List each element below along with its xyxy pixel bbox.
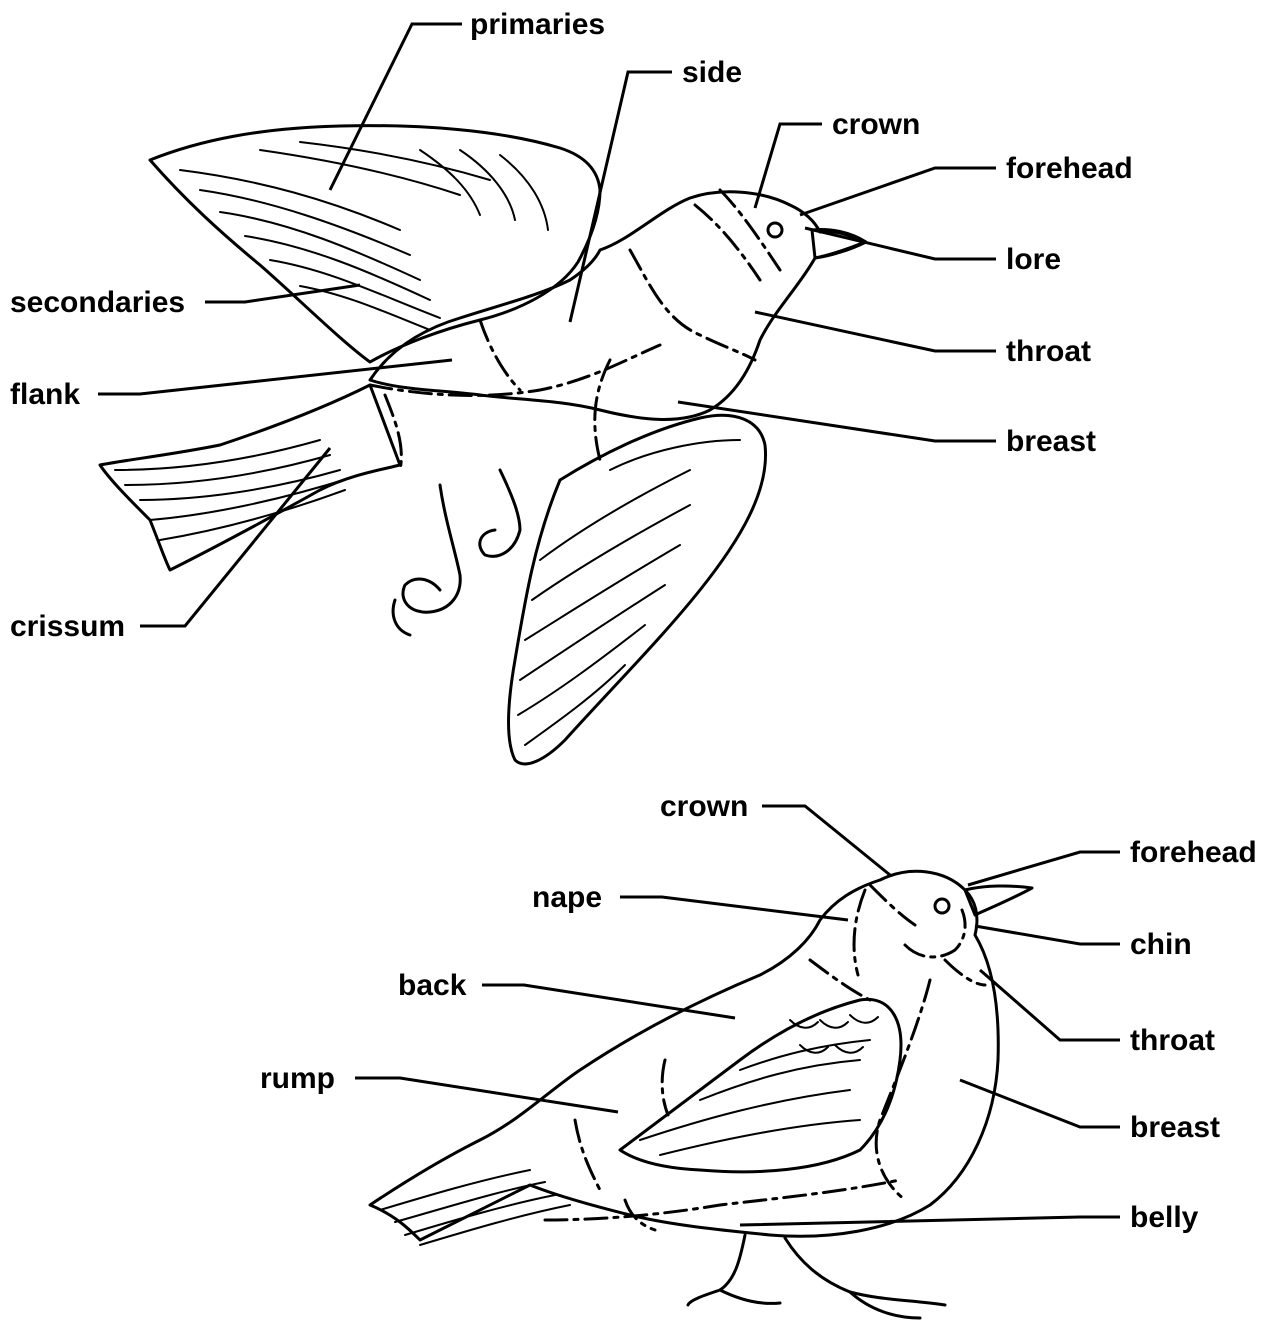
label-nape: nape: [532, 881, 602, 914]
leader-back: [482, 985, 735, 1018]
label-crown-bottom: crown: [660, 790, 748, 823]
perched-bird-labels: crown forehead nape chin back throat rum…: [260, 790, 1257, 1234]
flying-bird-eye: [768, 223, 782, 237]
leader-belly: [740, 1217, 1120, 1225]
flying-bird-upper-wing: [150, 126, 600, 362]
label-back: back: [398, 969, 467, 1002]
perched-bird-illustration: [370, 871, 1032, 1318]
leader-rump: [355, 1078, 618, 1112]
label-belly: belly: [1130, 1201, 1199, 1234]
leader-throat-bottom: [980, 970, 1120, 1040]
leader-breast-bottom: [960, 1080, 1120, 1127]
label-primaries: primaries: [470, 8, 605, 41]
lower-wing-feathers: [518, 440, 740, 745]
label-rump: rump: [260, 1062, 335, 1095]
leader-forehead-bottom: [968, 852, 1120, 885]
label-forehead-bottom: forehead: [1130, 836, 1257, 869]
flying-bird-body: [370, 192, 865, 420]
label-side: side: [682, 56, 742, 89]
perched-bird-legs: [688, 1235, 945, 1318]
flying-bird-labels: primaries side crown forehead lore throa…: [10, 8, 1133, 643]
tail-feathers: [115, 440, 350, 540]
label-lore: lore: [1006, 243, 1061, 276]
perched-bird-region-boundaries: [545, 885, 985, 1230]
label-breast-top: breast: [1006, 425, 1096, 458]
flying-bird-illustration: [100, 126, 866, 764]
leader-breast-top: [678, 402, 996, 441]
leader-side: [570, 72, 672, 322]
leader-secondaries: [205, 285, 360, 302]
label-throat-top: throat: [1006, 335, 1091, 368]
perched-bird-eye: [935, 899, 949, 913]
leader-lines: [98, 24, 1120, 1225]
label-forehead-top: forehead: [1006, 152, 1133, 185]
label-breast-bottom: breast: [1130, 1111, 1220, 1144]
label-throat-bottom: throat: [1130, 1024, 1215, 1057]
leader-crown-bottom: [762, 806, 890, 875]
flying-bird-tail: [100, 385, 400, 570]
label-crissum: crissum: [10, 610, 125, 643]
leader-throat-top: [755, 312, 996, 351]
label-flank: flank: [10, 378, 80, 411]
flying-bird-legs: [393, 470, 520, 635]
leader-nape: [620, 897, 848, 920]
label-crown-top: crown: [832, 108, 920, 141]
leader-chin: [975, 926, 1120, 944]
label-chin: chin: [1130, 928, 1192, 961]
label-secondaries: secondaries: [10, 286, 185, 319]
leader-forehead-top: [800, 168, 996, 215]
perched-bird-wing: [620, 999, 901, 1171]
perched-wing-feathers: [640, 1015, 878, 1155]
